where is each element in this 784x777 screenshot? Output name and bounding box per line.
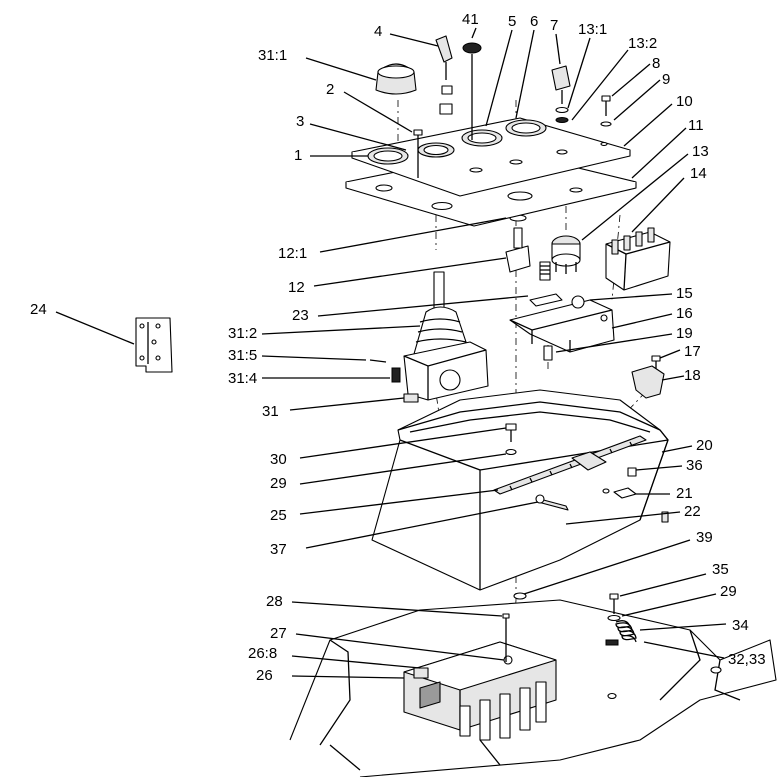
console-housing <box>371 389 669 591</box>
bolt-30 <box>505 423 517 456</box>
bolt-28 <box>502 613 510 662</box>
label-35: 35 <box>712 561 729 578</box>
label-32-33: 32,33 <box>728 651 766 668</box>
label-12: 12 <box>288 279 305 296</box>
key-7 <box>551 65 571 123</box>
label-26: 26 <box>256 667 273 684</box>
label-37: 37 <box>270 541 287 558</box>
top-panel <box>351 117 631 197</box>
label-21: 21 <box>676 485 693 502</box>
bracket-18 <box>631 355 665 399</box>
label-13: 13 <box>692 143 709 160</box>
spring-assembly <box>605 593 637 646</box>
label-8: 8 <box>652 55 660 72</box>
label-10: 10 <box>676 93 693 110</box>
label-13-1: 13:1 <box>578 21 607 38</box>
valve-manifold <box>403 641 557 741</box>
label-24: 24 <box>30 301 47 318</box>
screw-2 <box>413 129 423 178</box>
label-36: 36 <box>686 457 703 474</box>
label-3: 3 <box>296 113 304 130</box>
label-13-2: 13:2 <box>628 35 657 52</box>
latch-parts <box>571 451 637 499</box>
pin-37 <box>535 494 569 511</box>
bolt-8 <box>600 95 612 127</box>
label-16: 16 <box>676 305 693 322</box>
cap-41 <box>462 42 482 54</box>
part-labels: 24 31:1 4 41 5 6 7 13:1 13:2 8 9 10 11 1… <box>30 11 766 684</box>
label-17: 17 <box>684 343 701 360</box>
label-15: 15 <box>676 285 693 302</box>
ignition-switch <box>551 235 581 274</box>
label-18: 18 <box>684 367 701 384</box>
label-34: 34 <box>732 617 749 634</box>
label-6: 6 <box>530 13 538 30</box>
label-31-2: 31:2 <box>228 325 257 342</box>
label-28: 28 <box>266 593 283 610</box>
switch-12 <box>505 214 531 273</box>
label-31-4: 31:4 <box>228 370 257 387</box>
label-31-5: 31:5 <box>228 347 257 364</box>
label-7: 7 <box>550 17 558 34</box>
label-9: 9 <box>662 71 670 88</box>
label-31: 31 <box>262 403 279 420</box>
mounting-bracket <box>509 293 615 361</box>
label-12-1: 12:1 <box>278 245 307 262</box>
label-39: 39 <box>696 529 713 546</box>
label-1: 1 <box>294 147 302 164</box>
knob-31-1 <box>375 63 417 95</box>
hinge-plate-24 <box>135 317 173 373</box>
label-14: 14 <box>690 165 707 182</box>
label-29a: 29 <box>270 475 287 492</box>
label-5: 5 <box>508 13 516 30</box>
label-29b: 29 <box>720 583 737 600</box>
label-30: 30 <box>270 451 287 468</box>
hinge-25 <box>493 435 647 495</box>
switch-23 <box>539 261 551 281</box>
label-20: 20 <box>696 437 713 454</box>
label-26-8: 26:8 <box>248 645 277 662</box>
label-27: 27 <box>270 625 287 642</box>
label-25: 25 <box>270 507 287 524</box>
fuse-block <box>605 227 671 291</box>
label-4: 4 <box>374 23 382 40</box>
label-19: 19 <box>676 325 693 342</box>
label-11: 11 <box>688 117 704 134</box>
label-22: 22 <box>684 503 701 520</box>
joystick-assembly <box>369 271 489 403</box>
lever-4 <box>435 35 453 115</box>
leader-lines <box>55 27 727 679</box>
label-23: 23 <box>292 307 309 324</box>
label-2: 2 <box>326 81 334 98</box>
label-41: 41 <box>462 11 479 28</box>
label-31-1: 31:1 <box>258 47 287 64</box>
washer-39 <box>513 592 527 600</box>
